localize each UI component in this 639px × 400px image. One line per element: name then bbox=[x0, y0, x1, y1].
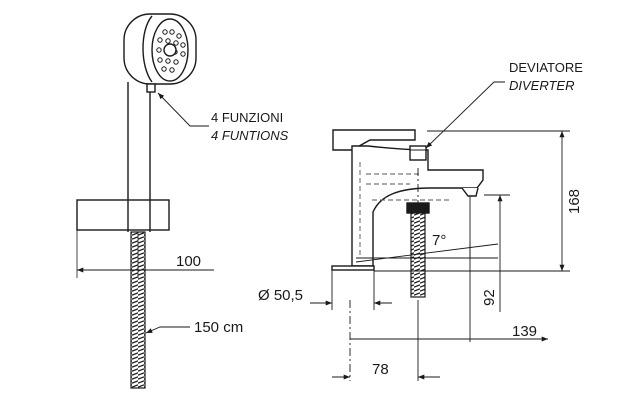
dim-spout-height: 92 bbox=[481, 289, 498, 306]
dim-height-total: 168 bbox=[566, 189, 583, 214]
dim-holder-width: 100 bbox=[176, 253, 201, 270]
functions-label-it: 4 FUNZIONI bbox=[211, 110, 283, 125]
hidden-lines bbox=[359, 162, 452, 258]
bath-mixer bbox=[331, 129, 484, 298]
hose-leader bbox=[145, 326, 190, 334]
dim-spout-reach: 139 bbox=[512, 323, 537, 340]
functions-leader bbox=[157, 92, 209, 127]
diverter-label-it: DEVIATORE bbox=[509, 60, 583, 75]
dim-center-offset: 78 bbox=[372, 361, 389, 378]
diverter-knob bbox=[409, 145, 427, 161]
hand-shower bbox=[76, 13, 214, 389]
shower-handle bbox=[127, 82, 151, 198]
mixer-lever bbox=[332, 129, 416, 151]
mixer-dimensions bbox=[310, 81, 570, 381]
wall-holder bbox=[76, 199, 170, 231]
shower-nozzles bbox=[156, 29, 186, 73]
mixer-base bbox=[331, 265, 375, 271]
function-selector bbox=[146, 83, 156, 93]
hose-length-label: 150 cm bbox=[194, 319, 243, 336]
angle-ref-line bbox=[355, 243, 499, 263]
diverter-leader bbox=[425, 81, 505, 149]
dim-angle: 7° bbox=[432, 232, 446, 249]
dim-base-diameter: Ø 50,5 bbox=[258, 287, 303, 304]
functions-label-en: 4 FUNTIONS bbox=[211, 128, 289, 143]
diverter-label-en: DIVERTER bbox=[509, 78, 575, 93]
